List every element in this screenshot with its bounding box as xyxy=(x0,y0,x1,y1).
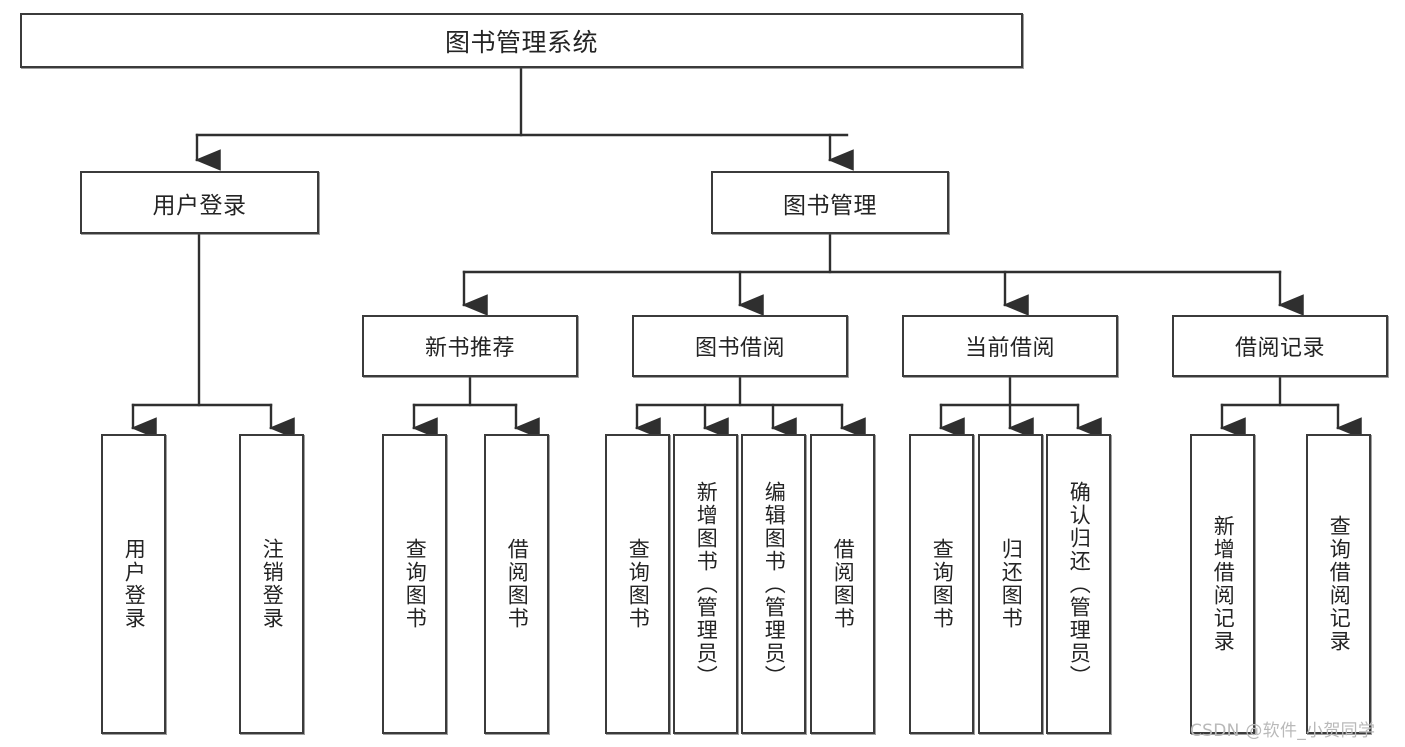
leaf-current-borrow-confirm-return-admin[interactable]: 确认归还（管理员） xyxy=(1046,434,1111,734)
leaf-book-borrow-query-book[interactable]: 查询图书 xyxy=(605,434,670,734)
leaf-borrow-record-add-record-label: 新增借阅记录 xyxy=(1211,515,1236,653)
leaf-borrow-record-query-record-label: 查询借阅记录 xyxy=(1327,515,1352,653)
leaf-new-book-query-book[interactable]: 查询图书 xyxy=(382,434,447,734)
node-current-borrow-label: 当前借阅 xyxy=(964,336,1055,361)
node-book-management-label: 图书管理 xyxy=(783,192,877,219)
node-user-login-label: 用户登录 xyxy=(152,192,247,219)
leaf-current-borrow-return-book-label: 归还图书 xyxy=(999,538,1024,630)
leaf-book-borrow-borrow-book[interactable]: 借阅图书 xyxy=(810,434,875,734)
leaf-book-borrow-borrow-book-label: 借阅图书 xyxy=(831,538,856,630)
leaf-user-login-login-label: 用户登录 xyxy=(122,538,147,630)
leaf-new-book-borrow-book[interactable]: 借阅图书 xyxy=(484,434,549,734)
leaf-current-borrow-query-book[interactable]: 查询图书 xyxy=(909,434,974,734)
leaf-current-borrow-return-book[interactable]: 归还图书 xyxy=(978,434,1043,734)
node-borrow-record[interactable]: 借阅记录 xyxy=(1172,315,1388,377)
leaf-borrow-record-query-record[interactable]: 查询借阅记录 xyxy=(1306,434,1371,734)
node-new-book-recommend[interactable]: 新书推荐 xyxy=(362,315,578,377)
csdn-watermark: CSDN @软件_小贺同学 xyxy=(1190,721,1376,741)
node-borrow-record-label: 借阅记录 xyxy=(1234,336,1325,361)
node-book-borrow[interactable]: 图书借阅 xyxy=(632,315,848,377)
node-root-book-management-system[interactable]: 图书管理系统 xyxy=(20,13,1023,68)
leaf-book-borrow-query-book-label: 查询图书 xyxy=(626,538,651,630)
leaf-new-book-query-book-label: 查询图书 xyxy=(403,538,428,630)
leaf-book-borrow-edit-book-admin-label: 编辑图书（管理员） xyxy=(762,480,787,688)
leaf-new-book-borrow-book-label: 借阅图书 xyxy=(505,538,530,630)
leaf-user-login-logout-label: 注销登录 xyxy=(260,538,285,630)
leaf-book-borrow-add-book-admin[interactable]: 新增图书（管理员） xyxy=(673,434,738,734)
node-current-borrow[interactable]: 当前借阅 xyxy=(902,315,1118,377)
node-root-label: 图书管理系统 xyxy=(444,27,598,57)
leaf-borrow-record-add-record[interactable]: 新增借阅记录 xyxy=(1190,434,1255,734)
leaf-book-borrow-add-book-admin-label: 新增图书（管理员） xyxy=(694,480,719,688)
node-new-book-recommend-label: 新书推荐 xyxy=(424,336,515,361)
node-book-borrow-label: 图书借阅 xyxy=(694,336,785,361)
leaf-current-borrow-query-book-label: 查询图书 xyxy=(930,538,955,630)
leaf-book-borrow-edit-book-admin[interactable]: 编辑图书（管理员） xyxy=(741,434,806,734)
leaf-user-login-logout[interactable]: 注销登录 xyxy=(239,434,304,734)
node-book-management[interactable]: 图书管理 xyxy=(711,171,949,234)
leaf-user-login-login[interactable]: 用户登录 xyxy=(101,434,166,734)
node-user-login[interactable]: 用户登录 xyxy=(80,171,319,234)
leaf-current-borrow-confirm-return-admin-label: 确认归还（管理员） xyxy=(1067,480,1092,688)
